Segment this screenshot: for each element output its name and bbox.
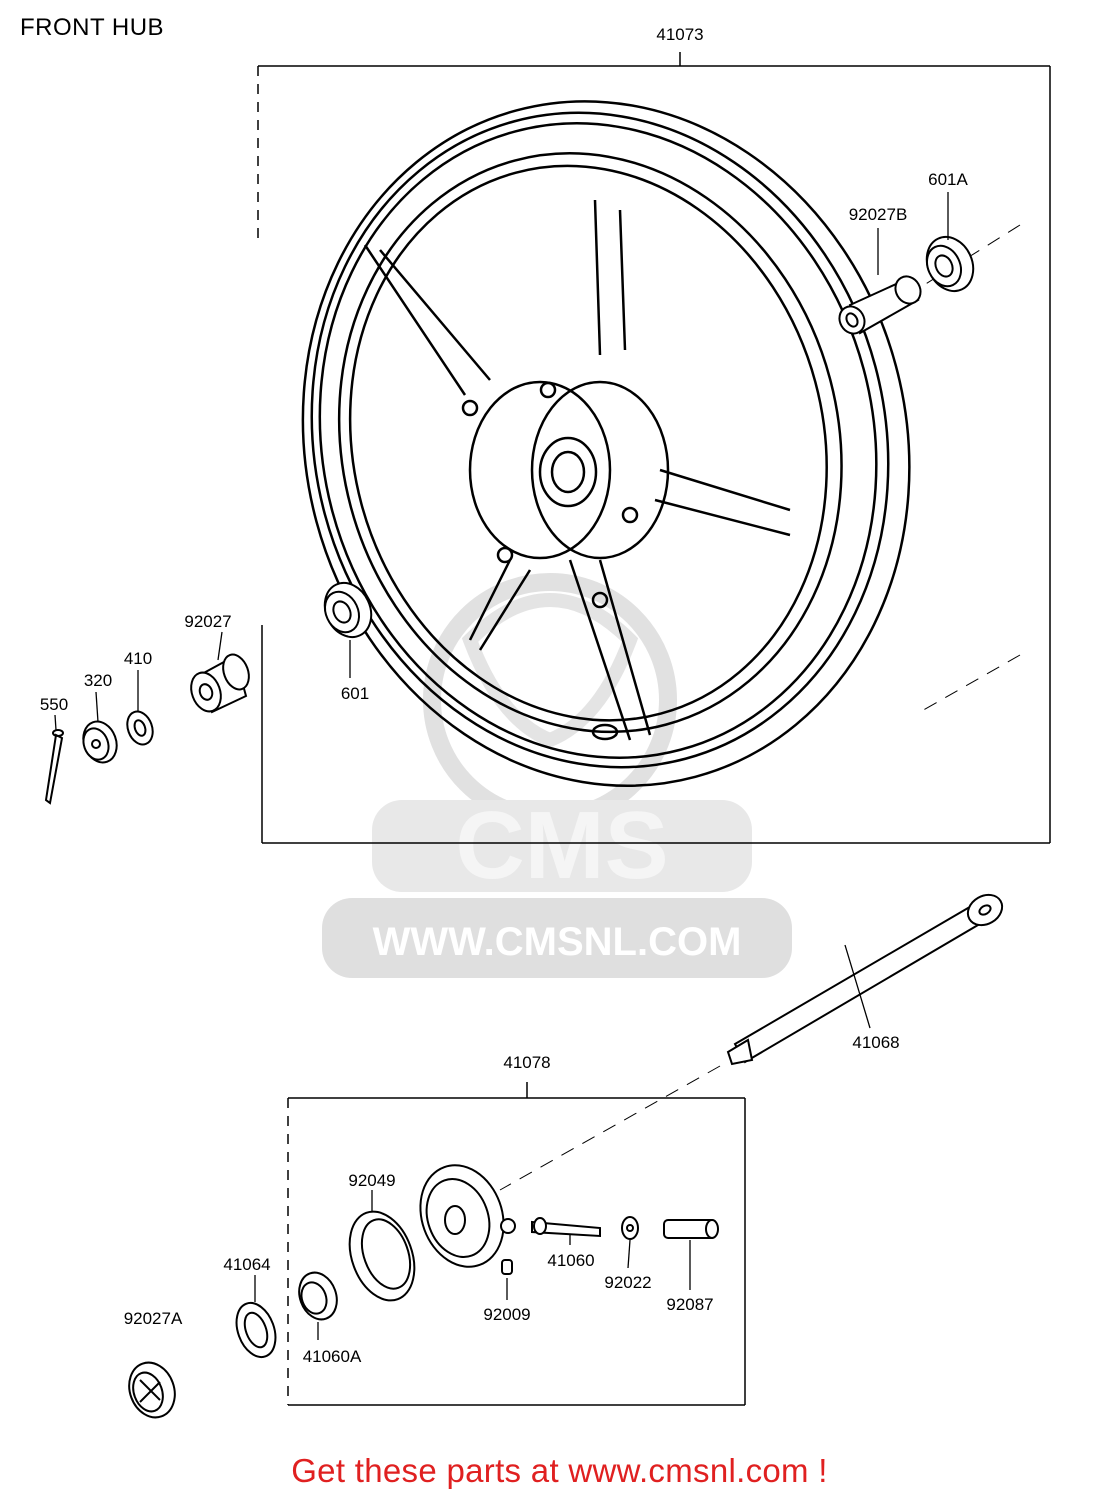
- bearing-601: [323, 581, 373, 639]
- label-41073: 41073: [656, 25, 703, 44]
- label-92009: 92009: [483, 1305, 530, 1324]
- bushing-92087: [663, 1219, 719, 1239]
- retainer-41064: [235, 1301, 277, 1359]
- label-41060: 41060: [547, 1251, 594, 1270]
- watermark-url: WWW.CMSNL.COM: [373, 920, 742, 964]
- wheel-41073: [301, 100, 911, 787]
- label-92027A: 92027A: [124, 1309, 183, 1328]
- label-320: 320: [84, 671, 112, 690]
- label-41068: 41068: [852, 1033, 899, 1052]
- bracket-41073: [257, 52, 1051, 844]
- collar-92027B: [838, 275, 922, 335]
- leader-lines: [54, 192, 949, 1340]
- seal-92049: [348, 1210, 416, 1302]
- collar-92027A: [128, 1361, 176, 1419]
- label-41078: 41078: [503, 1053, 550, 1072]
- label-92027B: 92027B: [849, 205, 908, 224]
- label-41064: 41064: [223, 1255, 270, 1274]
- washer-92022: [621, 1216, 639, 1240]
- parts-diagram: CMS WWW.CMSNL.COM: [40, 25, 1051, 1419]
- label-92027: 92027: [184, 612, 231, 631]
- axis-lines: [499, 224, 1021, 1191]
- bracket-41078: [287, 1082, 746, 1406]
- label-92022: 92022: [604, 1273, 651, 1292]
- label-41060A: 41060A: [303, 1347, 362, 1366]
- label-92087: 92087: [666, 1295, 713, 1314]
- page-title: FRONT HUB: [20, 14, 165, 41]
- watermark-logo-text: CMS: [455, 792, 668, 899]
- part-labels: 41073 601A 92027B 92027 410 320 550 601 …: [40, 25, 969, 1366]
- screw-92009: [501, 1259, 513, 1275]
- gear-housing: [419, 1164, 516, 1268]
- gear-41060A: [298, 1271, 338, 1321]
- label-550: 550: [40, 695, 68, 714]
- washer-410: [126, 710, 154, 746]
- pinion-41060: [531, 1217, 601, 1238]
- watermark-logo: CMS WWW.CMSNL.COM: [322, 573, 792, 978]
- label-92049: 92049: [348, 1171, 395, 1190]
- label-410: 410: [124, 649, 152, 668]
- label-601: 601: [341, 684, 369, 703]
- cotter-pin-550: [44, 729, 64, 805]
- collar-92027: [190, 653, 250, 714]
- bearing-601A: [925, 235, 975, 293]
- label-601A: 601A: [928, 170, 968, 189]
- nut-320: [82, 720, 118, 764]
- footer-cta-link[interactable]: Get these parts at www.cmsnl.com !: [291, 1452, 828, 1489]
